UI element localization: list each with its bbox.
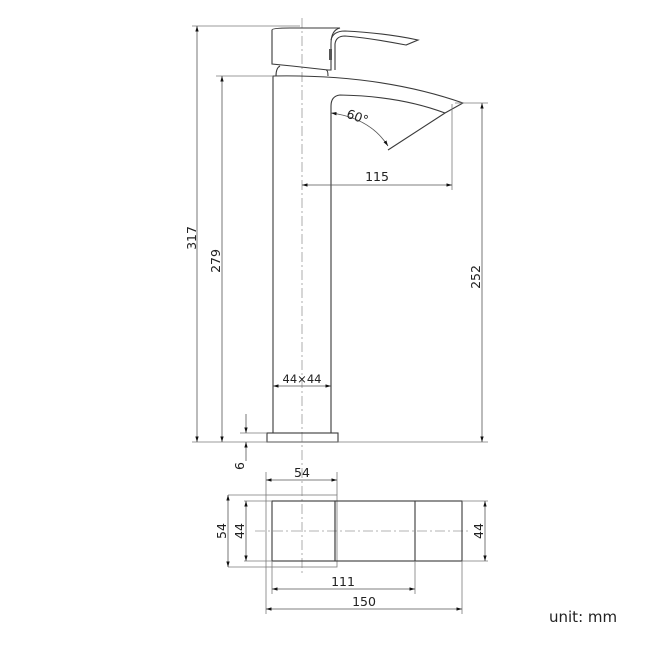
plan-spout	[334, 500, 463, 562]
label-spout-reach: 115	[365, 169, 389, 184]
label-overall-length: 150	[352, 594, 376, 609]
spout-inner-edge	[330, 94, 446, 433]
label-spout-height: 252	[468, 265, 483, 289]
label-plate-thickness: 6	[232, 462, 247, 470]
base-plate	[266, 432, 339, 443]
label-plate-depth: 54	[214, 523, 229, 539]
label-plate-width: 54	[294, 465, 310, 480]
plan-base-plate	[265, 494, 338, 568]
label-body-height: 279	[208, 249, 223, 273]
unit-label: unit: mm	[549, 608, 618, 626]
side-view: 317 279 252 115 60° 44×44 6	[184, 18, 488, 470]
label-spout-angle: 60°	[345, 106, 371, 128]
dim-spout-angle	[330, 112, 389, 147]
handle-lever	[330, 30, 420, 70]
plan-view: 54 54 44 44 111 150	[214, 450, 488, 614]
handle-body	[271, 27, 341, 71]
cartridge-neck	[275, 65, 329, 77]
label-body-depth: 44	[232, 523, 247, 539]
handle-button	[329, 49, 332, 60]
label-total-height: 317	[184, 226, 199, 250]
label-body-section: 44×44	[283, 372, 322, 386]
label-spout-depth: 44	[471, 523, 486, 539]
label-body-to-spout: 111	[331, 574, 355, 589]
body-column	[272, 75, 465, 433]
